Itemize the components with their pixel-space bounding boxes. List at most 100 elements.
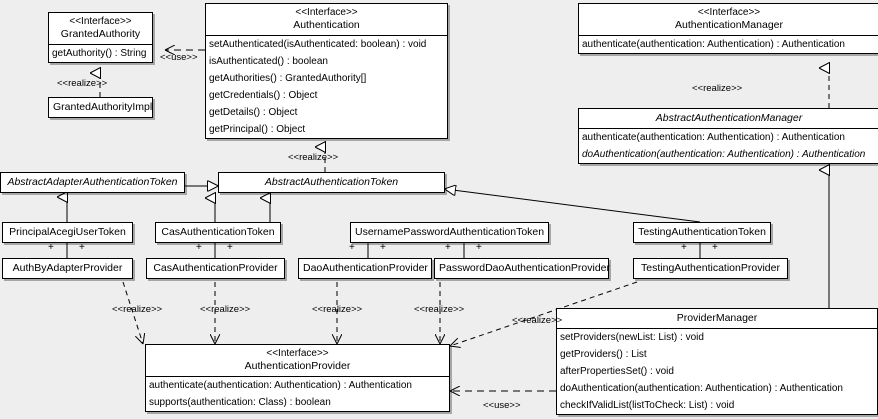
class-name: ProviderManager xyxy=(676,312,758,324)
class-header: <<Interface>> AuthenticationManager xyxy=(579,4,878,35)
class-username-password-authentication-token[interactable]: UsernamePasswordAuthenticationToken xyxy=(350,222,549,243)
class-name: AbstractAuthenticationToken xyxy=(264,176,399,188)
class-name: GrantedAuthority xyxy=(60,28,141,40)
class-header: <<Interface>> GrantedAuthority xyxy=(49,13,152,44)
operation: checkIfValidList(listToCheck: List) : vo… xyxy=(560,400,735,411)
class-header: DaoAuthenticationProvider xyxy=(299,259,431,278)
class-header: TestingAuthenticationProvider xyxy=(634,259,787,278)
class-abstract-authentication-token[interactable]: AbstractAuthenticationToken xyxy=(218,172,445,193)
class-header: GrantedAuthorityImpl xyxy=(49,98,152,117)
stereotype-label: <<Interface>> xyxy=(697,7,761,18)
assoc-plus-marker: + xyxy=(48,242,54,253)
assoc-plus-marker: + xyxy=(79,242,85,253)
assoc-plus-marker: + xyxy=(445,242,451,253)
class-header: AbstractAdapterAuthenticationToken xyxy=(1,173,184,192)
class-header: ProviderManager xyxy=(557,309,877,328)
operations-compartment: setAuthenticated(isAuthenticated: boolea… xyxy=(206,36,447,138)
class-header: CasAuthenticationProvider xyxy=(147,259,284,278)
operation: doAuthentication(authentication: Authent… xyxy=(582,149,866,160)
class-name: AbstractAuthenticationManager xyxy=(655,112,803,124)
class-granted-authority[interactable]: <<Interface>> GrantedAuthority getAuthor… xyxy=(48,12,153,63)
operation: doAuthentication(authentication: Authent… xyxy=(560,383,843,394)
operation: setProviders(newList: List) : void xyxy=(560,332,704,343)
class-testing-authentication-token[interactable]: TestingAuthenticationToken xyxy=(633,222,771,243)
edge-label-realize-authentication-manager: <<realize>> xyxy=(692,83,743,94)
class-header: AbstractAuthenticationToken xyxy=(219,173,444,192)
class-auth-by-adapter-provider[interactable]: AuthByAdapterProvider xyxy=(2,258,133,279)
class-dao-authentication-provider[interactable]: DaoAuthenticationProvider xyxy=(298,258,432,279)
operation: isAuthenticated() : boolean xyxy=(209,56,328,67)
operations-compartment: getAuthority() : String xyxy=(49,45,152,62)
operation: authenticate(authentication: Authenticat… xyxy=(582,39,845,50)
class-header: AbstractAuthenticationManager xyxy=(579,109,878,128)
class-abstract-authentication-manager[interactable]: AbstractAuthenticationManager authentica… xyxy=(578,108,878,164)
operation: authenticate(authentication: Authenticat… xyxy=(149,380,412,391)
stereotype-label: <<Interface>> xyxy=(69,16,132,27)
class-header: PrincipalAcegiUserToken xyxy=(3,223,132,242)
class-name: PrincipalAcegiUserToken xyxy=(9,226,126,238)
operation: getDetails() : Object xyxy=(209,107,298,118)
operation: getAuthority() : String xyxy=(52,48,147,59)
class-header: CasAuthenticationToken xyxy=(156,223,280,242)
class-testing-authentication-provider[interactable]: TestingAuthenticationProvider xyxy=(633,258,788,279)
edge-label-realize-provider-5: <<realize>> xyxy=(512,315,563,326)
class-name: AuthenticationProvider xyxy=(244,360,351,372)
class-cas-authentication-token[interactable]: CasAuthenticationToken xyxy=(155,222,281,243)
edge-generalize-testing-token xyxy=(445,189,701,223)
operation: getProviders() : List xyxy=(560,349,647,360)
divider xyxy=(49,44,152,45)
stereotype-label: <<Interface>> xyxy=(266,348,329,359)
class-name: GrantedAuthorityImpl xyxy=(53,101,153,113)
class-authentication[interactable]: <<Interface>> Authentication setAuthenti… xyxy=(205,3,448,139)
class-name: AbstractAdapterAuthenticationToken xyxy=(7,176,178,188)
class-password-dao-authentication-provider[interactable]: PasswordDaoAuthenticationProvider xyxy=(434,258,611,279)
assoc-plus-marker: + xyxy=(349,242,355,253)
class-header: PasswordDaoAuthenticationProvider xyxy=(435,259,611,278)
assoc-plus-marker: + xyxy=(476,242,482,253)
class-name: Authentication xyxy=(293,19,360,31)
class-name: CasAuthenticationToken xyxy=(161,226,275,238)
operations-compartment: authenticate(authentication: Authenticat… xyxy=(579,129,878,163)
edge-label-realize-provider-3: <<realize>> xyxy=(312,304,363,315)
operation: supports(authentication: Class) : boolea… xyxy=(149,397,331,408)
assoc-plus-marker: + xyxy=(227,242,233,253)
assoc-plus-marker: + xyxy=(712,242,718,253)
assoc-plus-marker: + xyxy=(196,242,202,253)
divider xyxy=(557,328,877,329)
class-name: AuthByAdapterProvider xyxy=(12,262,123,274)
operation: getAuthorities() : GrantedAuthority[] xyxy=(209,73,367,84)
operations-compartment: setProviders(newList: List) : void getPr… xyxy=(557,329,877,414)
class-name: TestingAuthenticationProvider xyxy=(641,262,780,274)
class-header: <<Interface>> AuthenticationProvider xyxy=(146,345,449,376)
edge-label-realize-provider-4: <<realize>> xyxy=(414,304,465,315)
class-cas-authentication-provider[interactable]: CasAuthenticationProvider xyxy=(146,258,285,279)
stereotype-label: <<Interface>> xyxy=(295,7,358,18)
divider xyxy=(579,35,878,36)
class-provider-manager[interactable]: ProviderManager setProviders(newList: Li… xyxy=(556,308,878,415)
class-authentication-provider[interactable]: <<Interface>> AuthenticationProvider aut… xyxy=(145,344,450,412)
assoc-plus-marker: + xyxy=(380,242,386,253)
class-granted-authority-impl[interactable]: GrantedAuthorityImpl xyxy=(48,97,153,118)
class-name: CasAuthenticationProvider xyxy=(153,262,278,274)
operation: afterPropertiesSet() : void xyxy=(560,366,674,377)
class-authentication-manager[interactable]: <<Interface>> AuthenticationManager auth… xyxy=(578,3,878,54)
class-name: TestingAuthenticationToken xyxy=(638,226,766,238)
edge-label-realize-granted-authority: <<realize>> xyxy=(57,78,108,89)
operation: getCredentials() : Object xyxy=(209,90,318,101)
operation: setAuthenticated(isAuthenticated: boolea… xyxy=(209,39,427,50)
class-abstract-adapter-authentication-token[interactable]: AbstractAdapterAuthenticationToken xyxy=(0,172,185,193)
class-principal-acegi-user-token[interactable]: PrincipalAcegiUserToken xyxy=(2,222,133,243)
class-header: <<Interface>> Authentication xyxy=(206,4,447,35)
class-header: AuthByAdapterProvider xyxy=(3,259,132,278)
operation: getPrincipal() : Object xyxy=(209,124,306,135)
assoc-plus-marker: + xyxy=(681,242,687,253)
class-header: UsernamePasswordAuthenticationToken xyxy=(351,223,548,242)
edge-label-use-provider-manager: <<use>> xyxy=(483,400,521,411)
edge-label-realize-provider-1: <<realize>> xyxy=(112,304,163,315)
class-name: AuthenticationManager xyxy=(675,19,783,31)
class-name: DaoAuthenticationProvider xyxy=(303,262,428,274)
operations-compartment: authenticate(authentication: Authenticat… xyxy=(579,36,878,53)
class-header: TestingAuthenticationToken xyxy=(634,223,770,242)
class-name: PasswordDaoAuthenticationProvider xyxy=(439,262,611,274)
